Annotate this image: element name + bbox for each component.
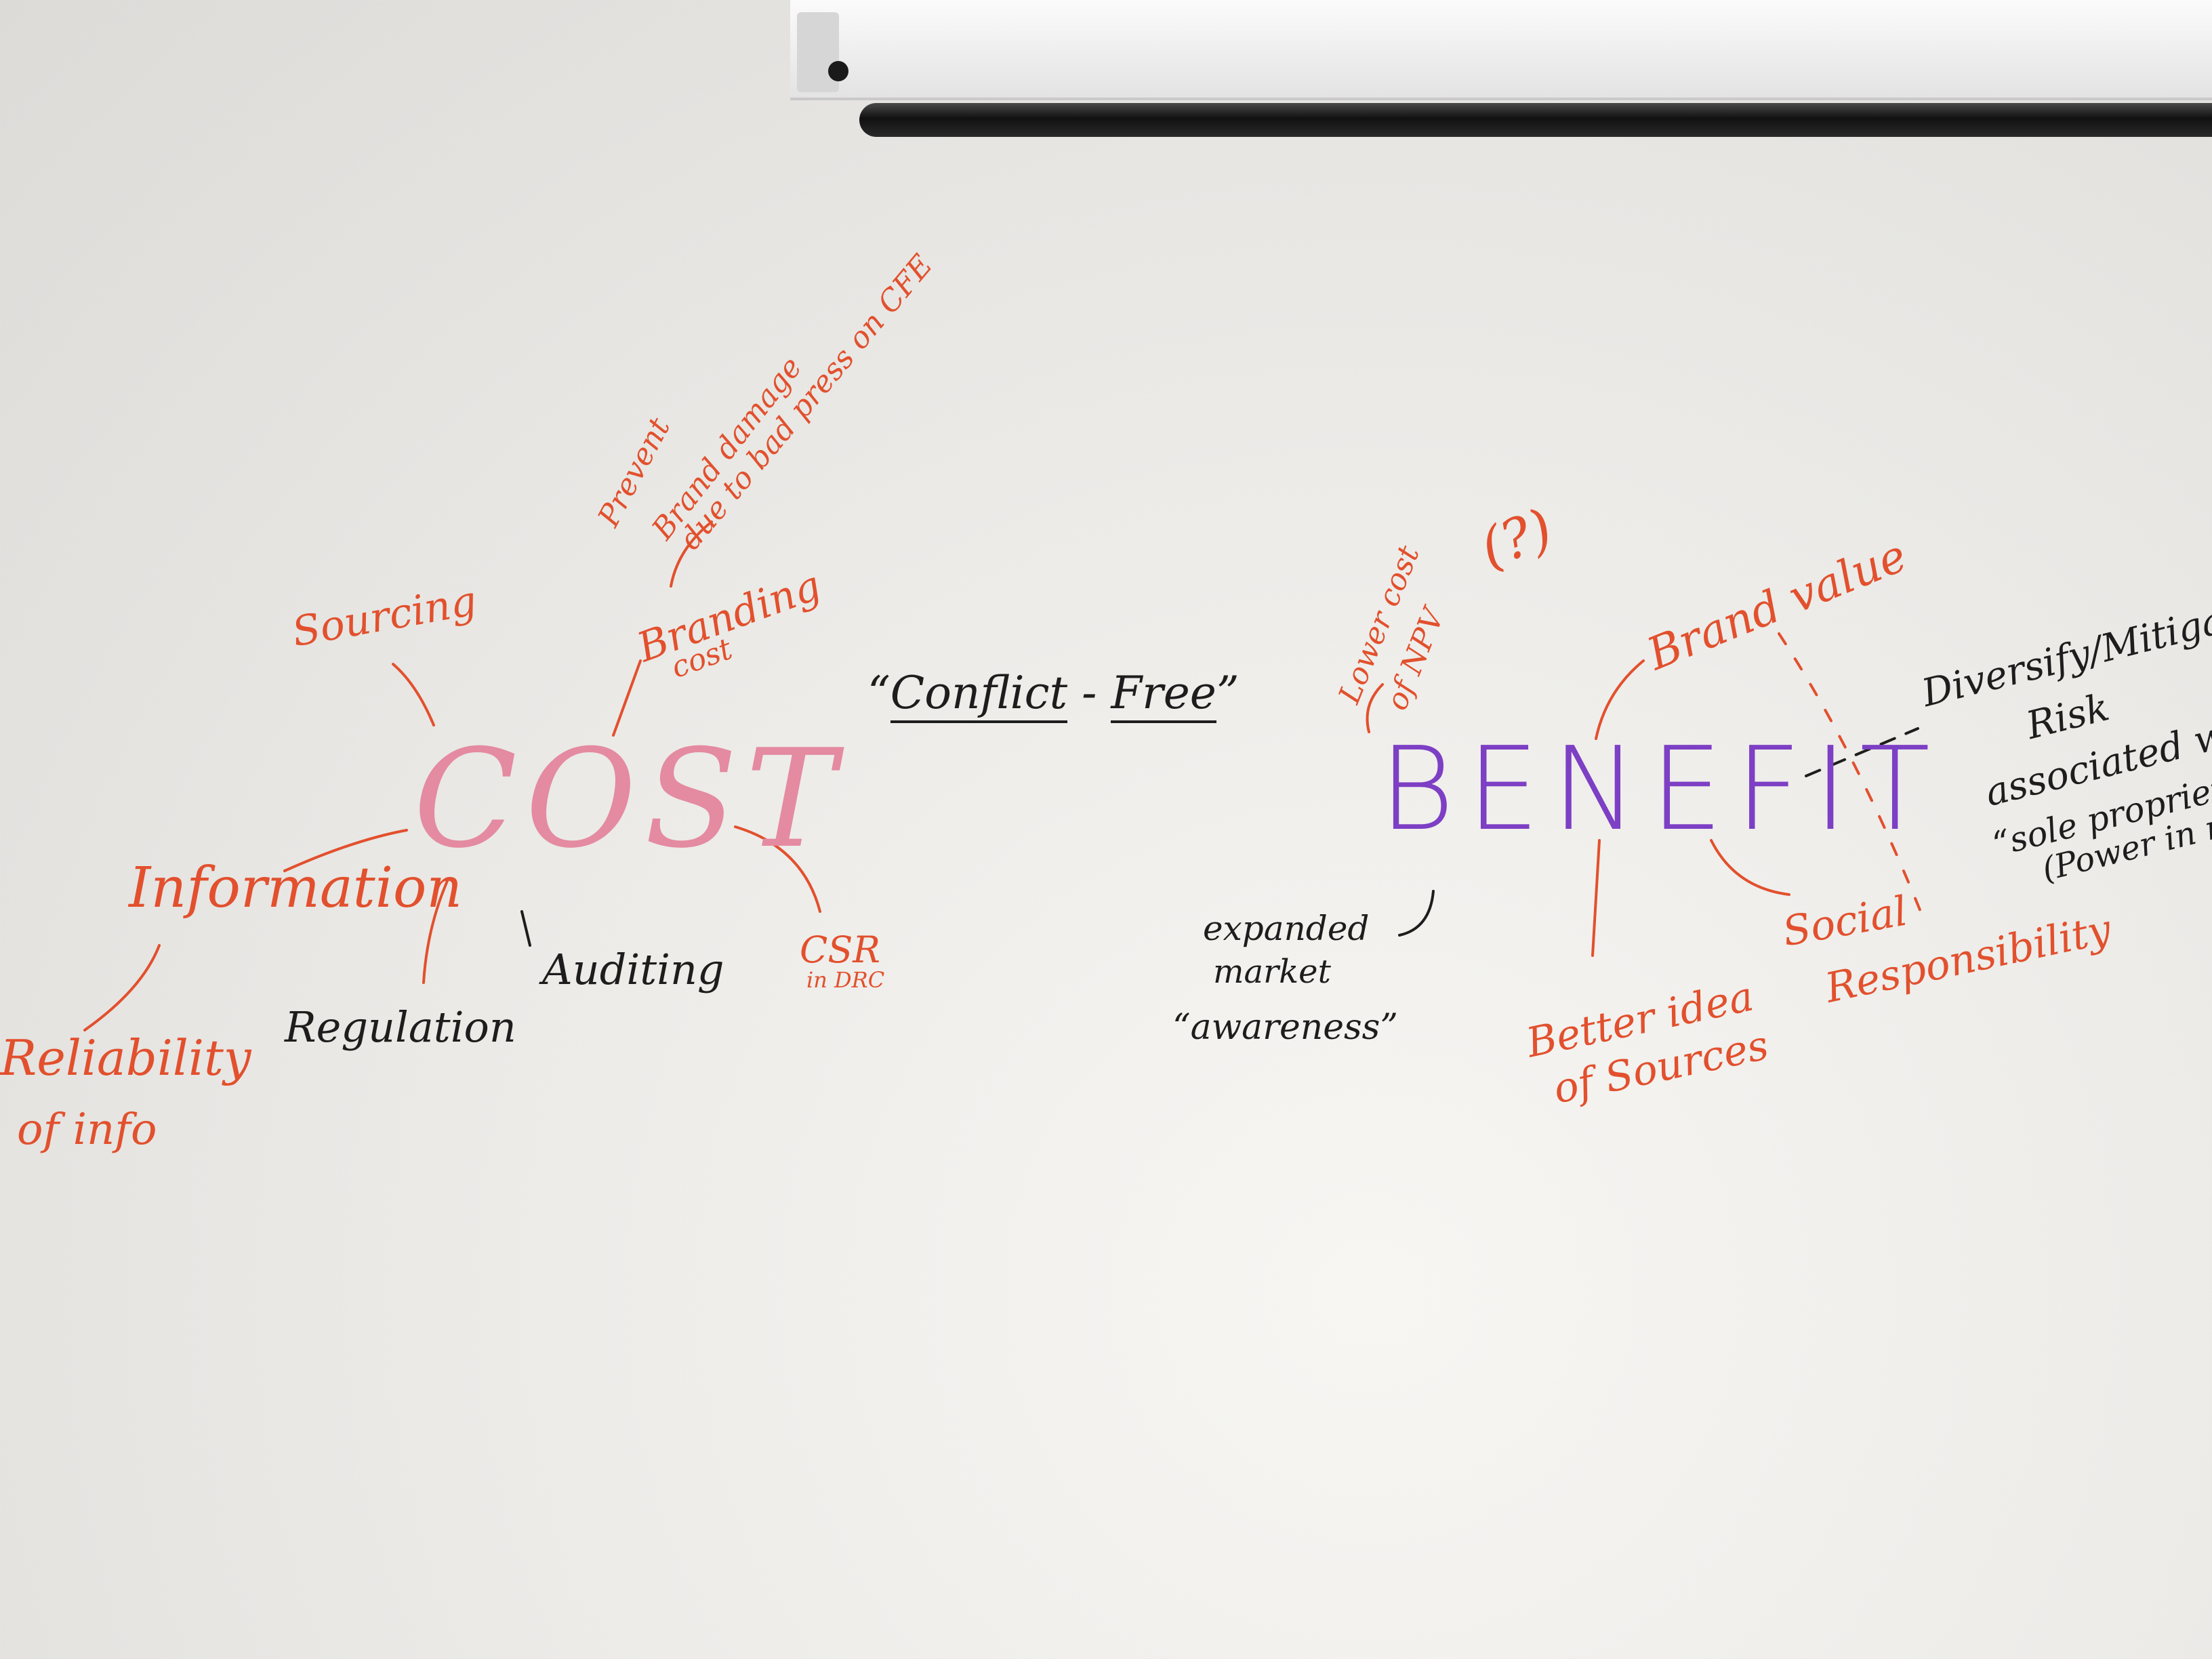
connector-diversify-dashed (1805, 727, 1919, 777)
regulation-label: Regulation (285, 1002, 516, 1052)
reliability-of-info-label: of info (17, 1105, 157, 1155)
connector-lower-cost (1366, 683, 1384, 733)
free-word: Free (1111, 667, 1216, 723)
connector-social (1710, 839, 1790, 896)
connector-prevent (670, 520, 713, 588)
connector-reliability (83, 944, 161, 1031)
connector-social-dashed (1778, 632, 1926, 923)
cost-center-label: COST (413, 720, 844, 878)
expanded-label: expanded (1203, 909, 1370, 948)
connector-branding (612, 659, 642, 737)
auditing-label: Auditing (542, 945, 724, 994)
connector-regulation (422, 880, 449, 984)
csr-label: CSR (800, 928, 880, 971)
connector-auditing-tick (520, 910, 531, 947)
connector-csr (734, 825, 821, 913)
conflict-word: Conflict (890, 667, 1068, 723)
conflict-free-dash: - (1082, 667, 1097, 719)
connector-brand-value (1595, 659, 1645, 740)
connector-sourcing (392, 663, 435, 726)
projector-screen-knob (828, 61, 848, 81)
conflict-free-heading: “Conflict - Free” (867, 667, 1240, 723)
conflict-free-open-quote: “ (867, 667, 890, 719)
information-label: Information (129, 856, 463, 920)
projector-screen-housing (790, 0, 2212, 100)
benefit-center-label: BENEFIT (1379, 722, 1943, 857)
reliability-label: Reliability (0, 1029, 251, 1086)
conflict-free-close-quote: ” (1216, 667, 1240, 719)
connector-expanded (1398, 890, 1435, 937)
market-label: market (1213, 953, 1331, 991)
connector-information (283, 829, 408, 872)
projector-screen-bar (859, 103, 2212, 137)
csr-in-drc-label: in DRC (806, 967, 885, 993)
awareness-label: “awareness” (1172, 1007, 1398, 1048)
connector-better-idea (1591, 839, 1601, 957)
